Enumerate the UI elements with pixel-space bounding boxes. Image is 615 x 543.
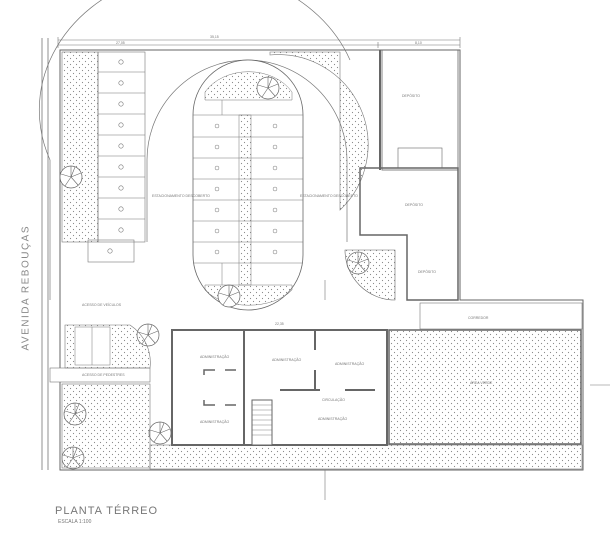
dim-top-left: 27,05 (116, 41, 125, 45)
dim-building-width: 22,35 (275, 322, 284, 326)
pedestrian-access-label: ACESSO DE PEDESTRES (82, 373, 125, 377)
dim-top-total: 35,15 (210, 35, 219, 39)
top-garden (269, 51, 369, 211)
bottom-garden-strip (149, 444, 583, 470)
tree-icon (217, 284, 241, 308)
street-name: AVENIDA REBOUÇAS (20, 224, 32, 351)
room-label: DEPÓSITO (405, 203, 424, 207)
corridor-label: CORREDOR (468, 316, 489, 320)
axis-marks (324, 280, 610, 500)
drawing-title: PLANTA TÉRREO (55, 505, 159, 517)
tree-icon (59, 165, 83, 189)
room-label: ADMINISTRAÇÃO (200, 420, 230, 424)
left-parking-stalls (87, 51, 146, 263)
dimension-lines (57, 37, 461, 48)
room-label: ADMINISTRAÇÃO (200, 355, 230, 359)
vehicle-access-label: ACESSO DE VEÍCULOS (82, 303, 122, 307)
corridor (419, 302, 583, 330)
street-edge (41, 38, 49, 470)
parking-label-left: ESTACIONAMENTO DESCOBERTO (152, 194, 210, 198)
room-label: ADMINISTRAÇÃO (272, 358, 302, 362)
dim-top-right: 8,10 (415, 41, 422, 45)
room-label: ADMINISTRAÇÃO (335, 362, 365, 366)
room-label: DEPÓSITO (418, 270, 437, 274)
room-label: CIRCULAÇÃO (322, 398, 345, 402)
front-garden (61, 383, 151, 469)
tree-icon (256, 76, 280, 100)
right-building (344, 49, 459, 301)
room-label: ADMINISTRAÇÃO (318, 417, 348, 421)
parking-label-right: ESTACIONAMENTO DESCOBERTO (300, 194, 358, 198)
left-garden-strip (61, 51, 99, 243)
drawing-scale: ESCALA 1:100 (58, 519, 92, 525)
room-label: DEPÓSITO (402, 94, 421, 98)
lot-boundary (59, 49, 584, 471)
lower-left-parking (74, 326, 111, 366)
tree-icon (148, 421, 172, 445)
main-building (171, 329, 388, 446)
garden-label: ÁREA VERDE (470, 381, 493, 385)
central-oval-parking (192, 59, 304, 311)
rear-garden (388, 329, 582, 445)
